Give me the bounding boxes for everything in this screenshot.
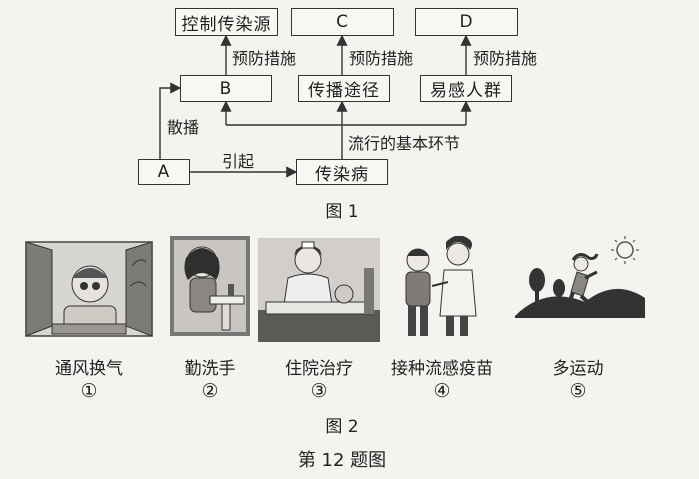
- question-title: 第 12 题图: [297, 450, 387, 471]
- label-prevention-3: 预防措施: [473, 49, 538, 68]
- item-label-4: 接种流感疫苗: [391, 359, 493, 379]
- vaccination-icon: [405, 236, 477, 336]
- figure2-caption: 图 2: [325, 417, 359, 437]
- box-control-source: 控制传染源: [175, 8, 278, 36]
- label-prevention-1: 预防措施: [232, 49, 297, 68]
- label-links: 流行的基本环节: [348, 134, 461, 153]
- figure1-caption: 图 1: [325, 202, 359, 222]
- item-label-1: 通风换气: [55, 359, 123, 379]
- item-label-3: 住院治疗: [285, 359, 353, 379]
- box-c: C: [291, 8, 394, 36]
- box-b: B: [180, 75, 272, 102]
- label-spread: 散播: [167, 118, 200, 137]
- item-number-4: ④: [433, 380, 451, 402]
- box-d: D: [415, 8, 518, 36]
- hand-washing-icon: [170, 236, 250, 336]
- box-transmission: 传播途径: [298, 75, 390, 102]
- item-number-2: ②: [201, 380, 219, 402]
- item-number-1: ①: [80, 380, 98, 402]
- item-label-5: 多运动: [552, 359, 604, 379]
- box-susceptible: 易感人群: [420, 75, 512, 102]
- label-cause: 引起: [222, 152, 255, 171]
- box-disease: 传染病: [296, 159, 388, 185]
- open-window-icon: [25, 241, 153, 337]
- item-number-3: ③: [310, 380, 328, 402]
- item-label-2: 勤洗手: [184, 359, 236, 379]
- item-number-5: ⑤: [569, 380, 587, 402]
- hospital-bed-icon: [258, 238, 380, 342]
- label-prevention-2: 预防措施: [349, 49, 414, 68]
- box-a: A: [138, 159, 190, 185]
- running-icon: [515, 236, 645, 318]
